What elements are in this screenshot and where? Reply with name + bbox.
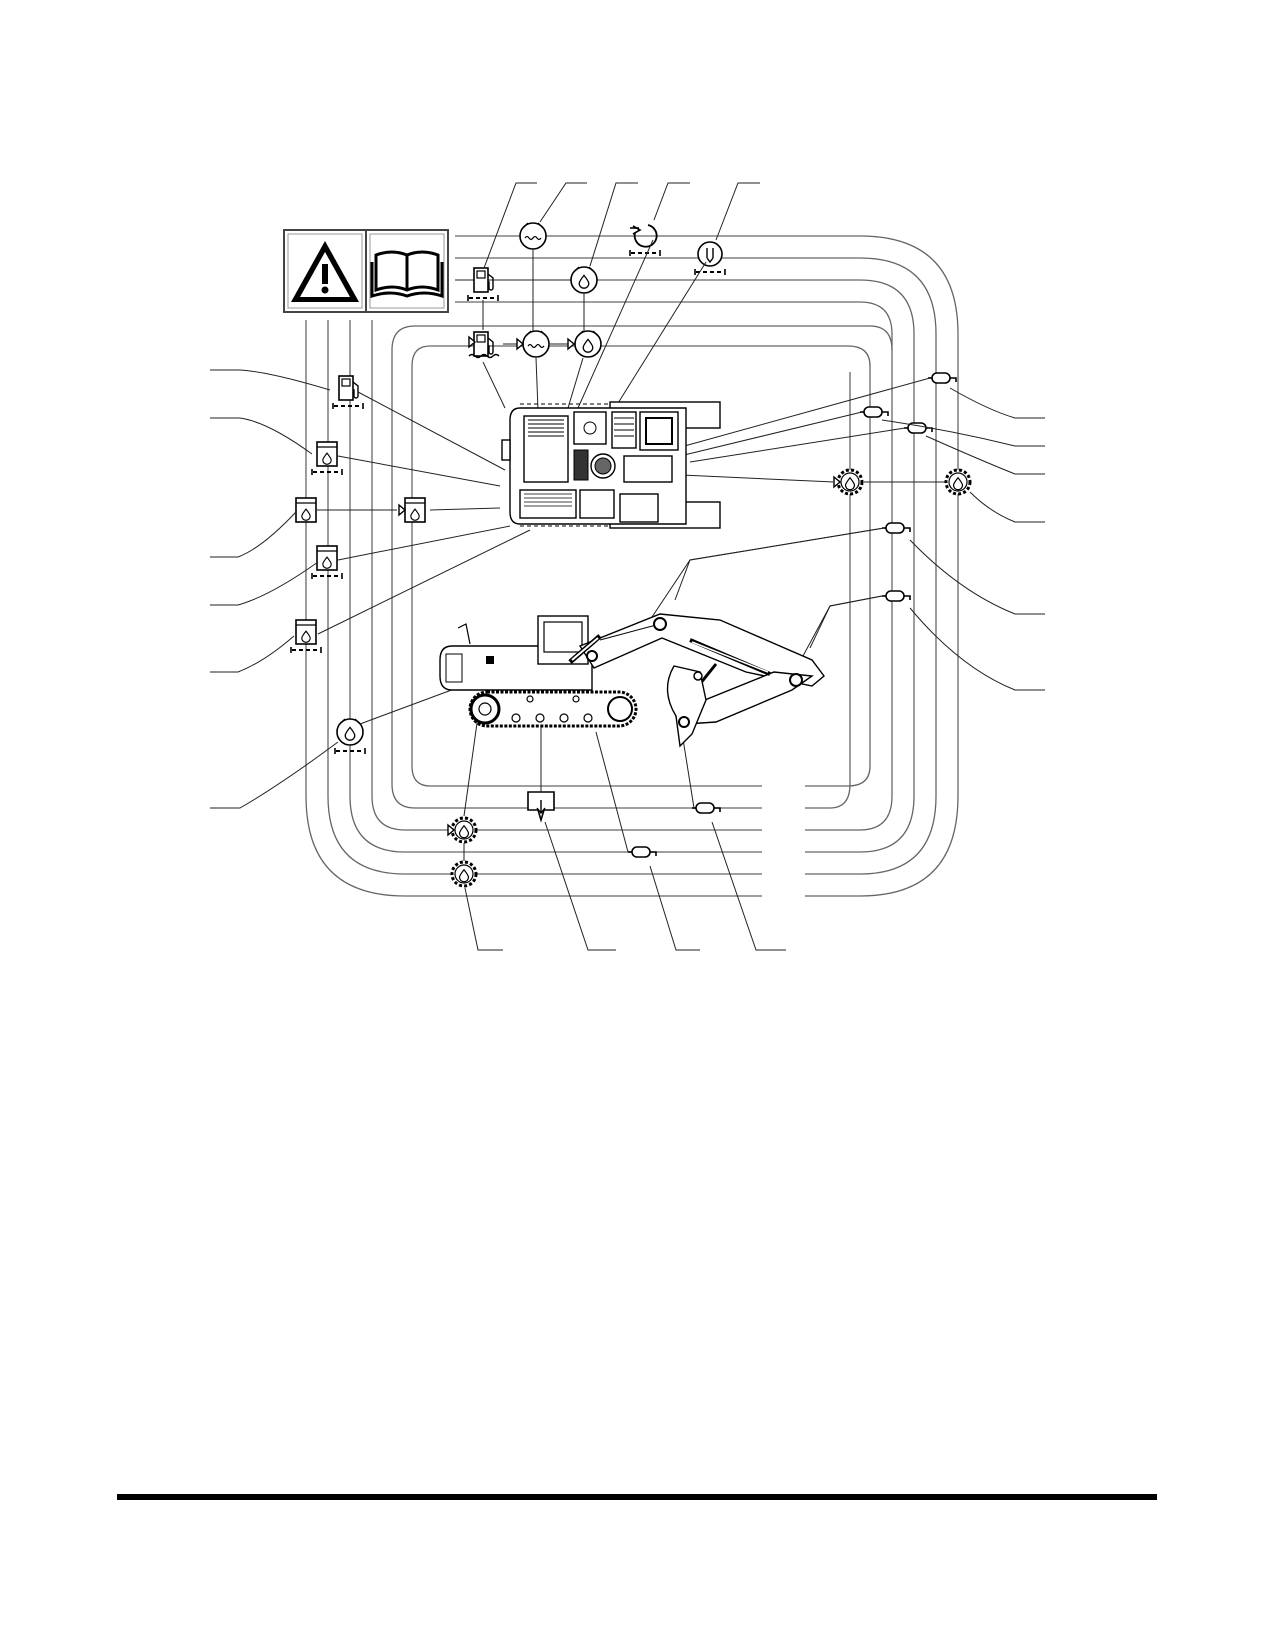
engine-oil-icon <box>571 267 597 293</box>
manual-book-icon <box>365 229 449 313</box>
warning-triangle-icon <box>283 229 367 313</box>
right-callout-leaders <box>649 377 1045 691</box>
right-symbol-column <box>833 372 970 602</box>
hydraulic-tank-drain-icon <box>398 498 425 522</box>
swing-gear-drain-icon <box>833 470 862 494</box>
gear-oil-icon <box>452 862 476 886</box>
excavator-side-view <box>439 613 825 748</box>
engine-coolant-drain-icon <box>516 330 550 358</box>
left-callout-leaders <box>210 369 531 809</box>
grease-gun-icon <box>881 590 911 602</box>
footer-rule <box>117 1494 1157 1500</box>
engine-coolant-icon <box>519 222 547 250</box>
fuel-pump-icon <box>467 267 499 302</box>
grease-gun-icon <box>859 406 889 418</box>
top-symbol-row <box>467 222 726 359</box>
route-guide-lines <box>305 235 959 897</box>
engine-oil-drain-icon <box>567 331 601 357</box>
fuel-drain-water-icon <box>468 331 500 359</box>
bottom-callout-leaders <box>463 715 786 951</box>
air-filter-icon <box>694 241 726 276</box>
grease-gun-icon <box>927 372 957 384</box>
hydraulic-tank-icon <box>296 498 316 522</box>
top-callout-leaders <box>482 182 760 411</box>
grease-gun-icon <box>881 522 911 534</box>
drain-icon <box>527 791 555 823</box>
travel-gear-drain-icon <box>447 818 476 842</box>
gear-oil-icon <box>946 470 970 494</box>
grease-gun-icon <box>691 802 721 814</box>
left-symbol-column <box>290 375 425 755</box>
excavator-top-view <box>501 401 721 529</box>
grease-gun-icon <box>627 846 657 858</box>
bottom-symbol-row <box>447 791 721 886</box>
hydraulic-tank-icon <box>311 442 343 476</box>
swing-drive-icon <box>629 224 661 257</box>
